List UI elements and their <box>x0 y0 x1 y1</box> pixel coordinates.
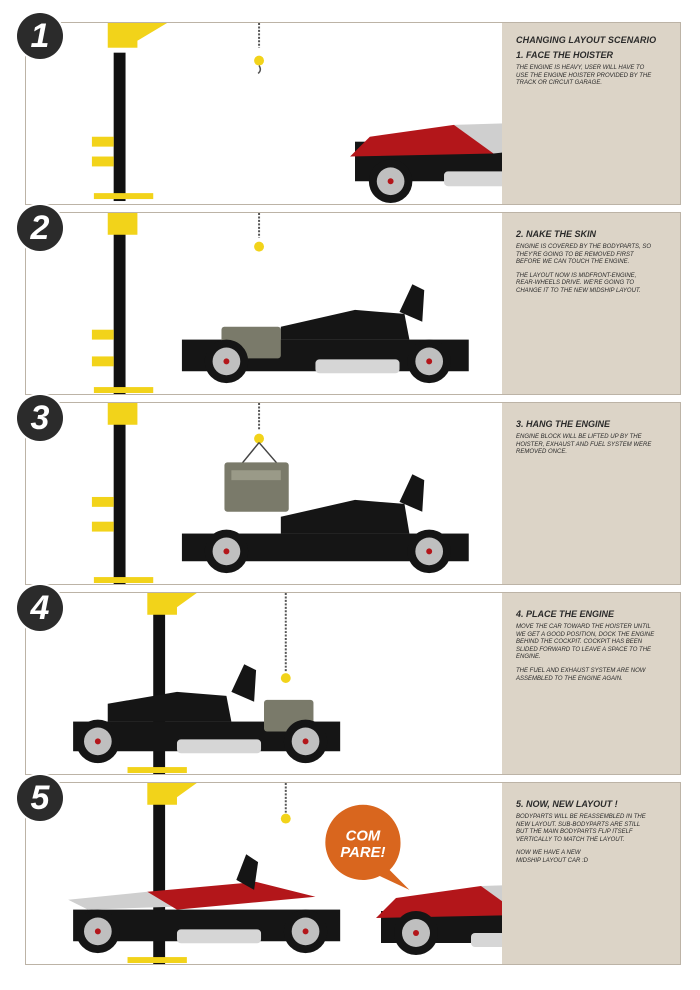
step-number-badge-5: 5 <box>17 775 63 821</box>
step-2-title: 2. NAKE THE SKIN <box>516 229 597 239</box>
engine-hoister <box>127 783 291 964</box>
step-2-sidebar: 2. NAKE THE SKIN ENGINE IS COVERED BY TH… <box>502 213 680 394</box>
step-3-sidebar: 3. HANG THE ENGINE ENGINE BLOCK WILL BE … <box>502 403 680 584</box>
car-bare-chassis <box>181 284 469 384</box>
engine-block <box>224 462 289 512</box>
step-5-text-1: BODYPARTS WILL BE REASSEMBLED IN THE NEW… <box>516 814 646 843</box>
step-number-badge-2: 2 <box>17 205 63 251</box>
step-4-text-1: MOVE THE CAR TOWARD THE HOISTER UNTIL WE… <box>516 624 655 661</box>
step-panel-2: 2. NAKE THE SKIN ENGINE IS COVERED BY TH… <box>25 212 681 395</box>
scene-1-illustration <box>91 23 504 204</box>
step-panel-5: COM PARE! 5. NOW, NEW LAYOUT ! BODYPARTS… <box>25 782 681 965</box>
engine-hoister <box>127 593 291 774</box>
scene-3-illustration <box>91 403 469 584</box>
engine-hoister <box>91 403 279 584</box>
step-2-text-1: ENGINE IS COVERED BY THE BODYPARTS, SO T… <box>516 244 652 266</box>
step-4-title: 4. PLACE THE ENGINE <box>516 609 615 619</box>
step-5-title: 5. NOW, NEW LAYOUT ! <box>516 799 618 809</box>
step-panel-4: 4. PLACE THE ENGINE MOVE THE CAR TOWARD … <box>25 592 681 775</box>
step-5-sidebar: 5. NOW, NEW LAYOUT ! BODYPARTS WILL BE R… <box>502 783 680 964</box>
step-number-badge-4: 4 <box>17 585 63 631</box>
step-number-badge-3: 3 <box>17 395 63 441</box>
scene-2-illustration <box>91 213 469 394</box>
engine-hoister <box>91 23 265 202</box>
scene-4-illustration <box>73 593 341 774</box>
compare-badge: COM PARE! <box>325 804 410 890</box>
engine-hoister <box>91 213 265 394</box>
step-panel-3: 3. HANG THE ENGINE ENGINE BLOCK WILL BE … <box>25 402 681 585</box>
step-number-badge-1: 1 <box>17 13 63 59</box>
scene-5-illustration: COM PARE! <box>68 783 410 964</box>
car-full-body <box>350 123 504 204</box>
step-4-sidebar: 4. PLACE THE ENGINE MOVE THE CAR TOWARD … <box>502 593 680 774</box>
compare-badge-line-1: COM <box>346 828 381 844</box>
car-without-engine <box>181 474 469 574</box>
step-5-text-2: NOW WE HAVE A NEW MIDSHIP LAYOUT CAR :D <box>516 850 589 864</box>
step-4-text-2: THE FUEL AND EXHAUST SYSTEM ARE NOW ASSE… <box>516 667 646 682</box>
step-1-title: 1. FACE THE HOISTER <box>516 50 614 60</box>
step-3-title: 3. HANG THE ENGINE <box>516 419 611 429</box>
scenario-title: CHANGING LAYOUT SCENARIO <box>516 35 657 45</box>
step-1-text-1: THE ENGINE IS HEAVY, USER WILL HAVE TO U… <box>516 65 652 87</box>
compare-badge-line-2: PARE! <box>340 845 385 861</box>
step-3-text-1: ENGINE BLOCK WILL BE LIFTED UP BY THE HO… <box>516 434 652 456</box>
step-panel-1: CHANGING LAYOUT SCENARIO 1. FACE THE HOI… <box>25 22 681 205</box>
new-layout-car <box>68 854 341 954</box>
step-1-sidebar: CHANGING LAYOUT SCENARIO 1. FACE THE HOI… <box>502 23 680 204</box>
step-2-text-2: THE LAYOUT NOW IS MIDFRONT-ENGINE, REAR-… <box>516 272 641 294</box>
car-engine-placed <box>73 664 341 764</box>
